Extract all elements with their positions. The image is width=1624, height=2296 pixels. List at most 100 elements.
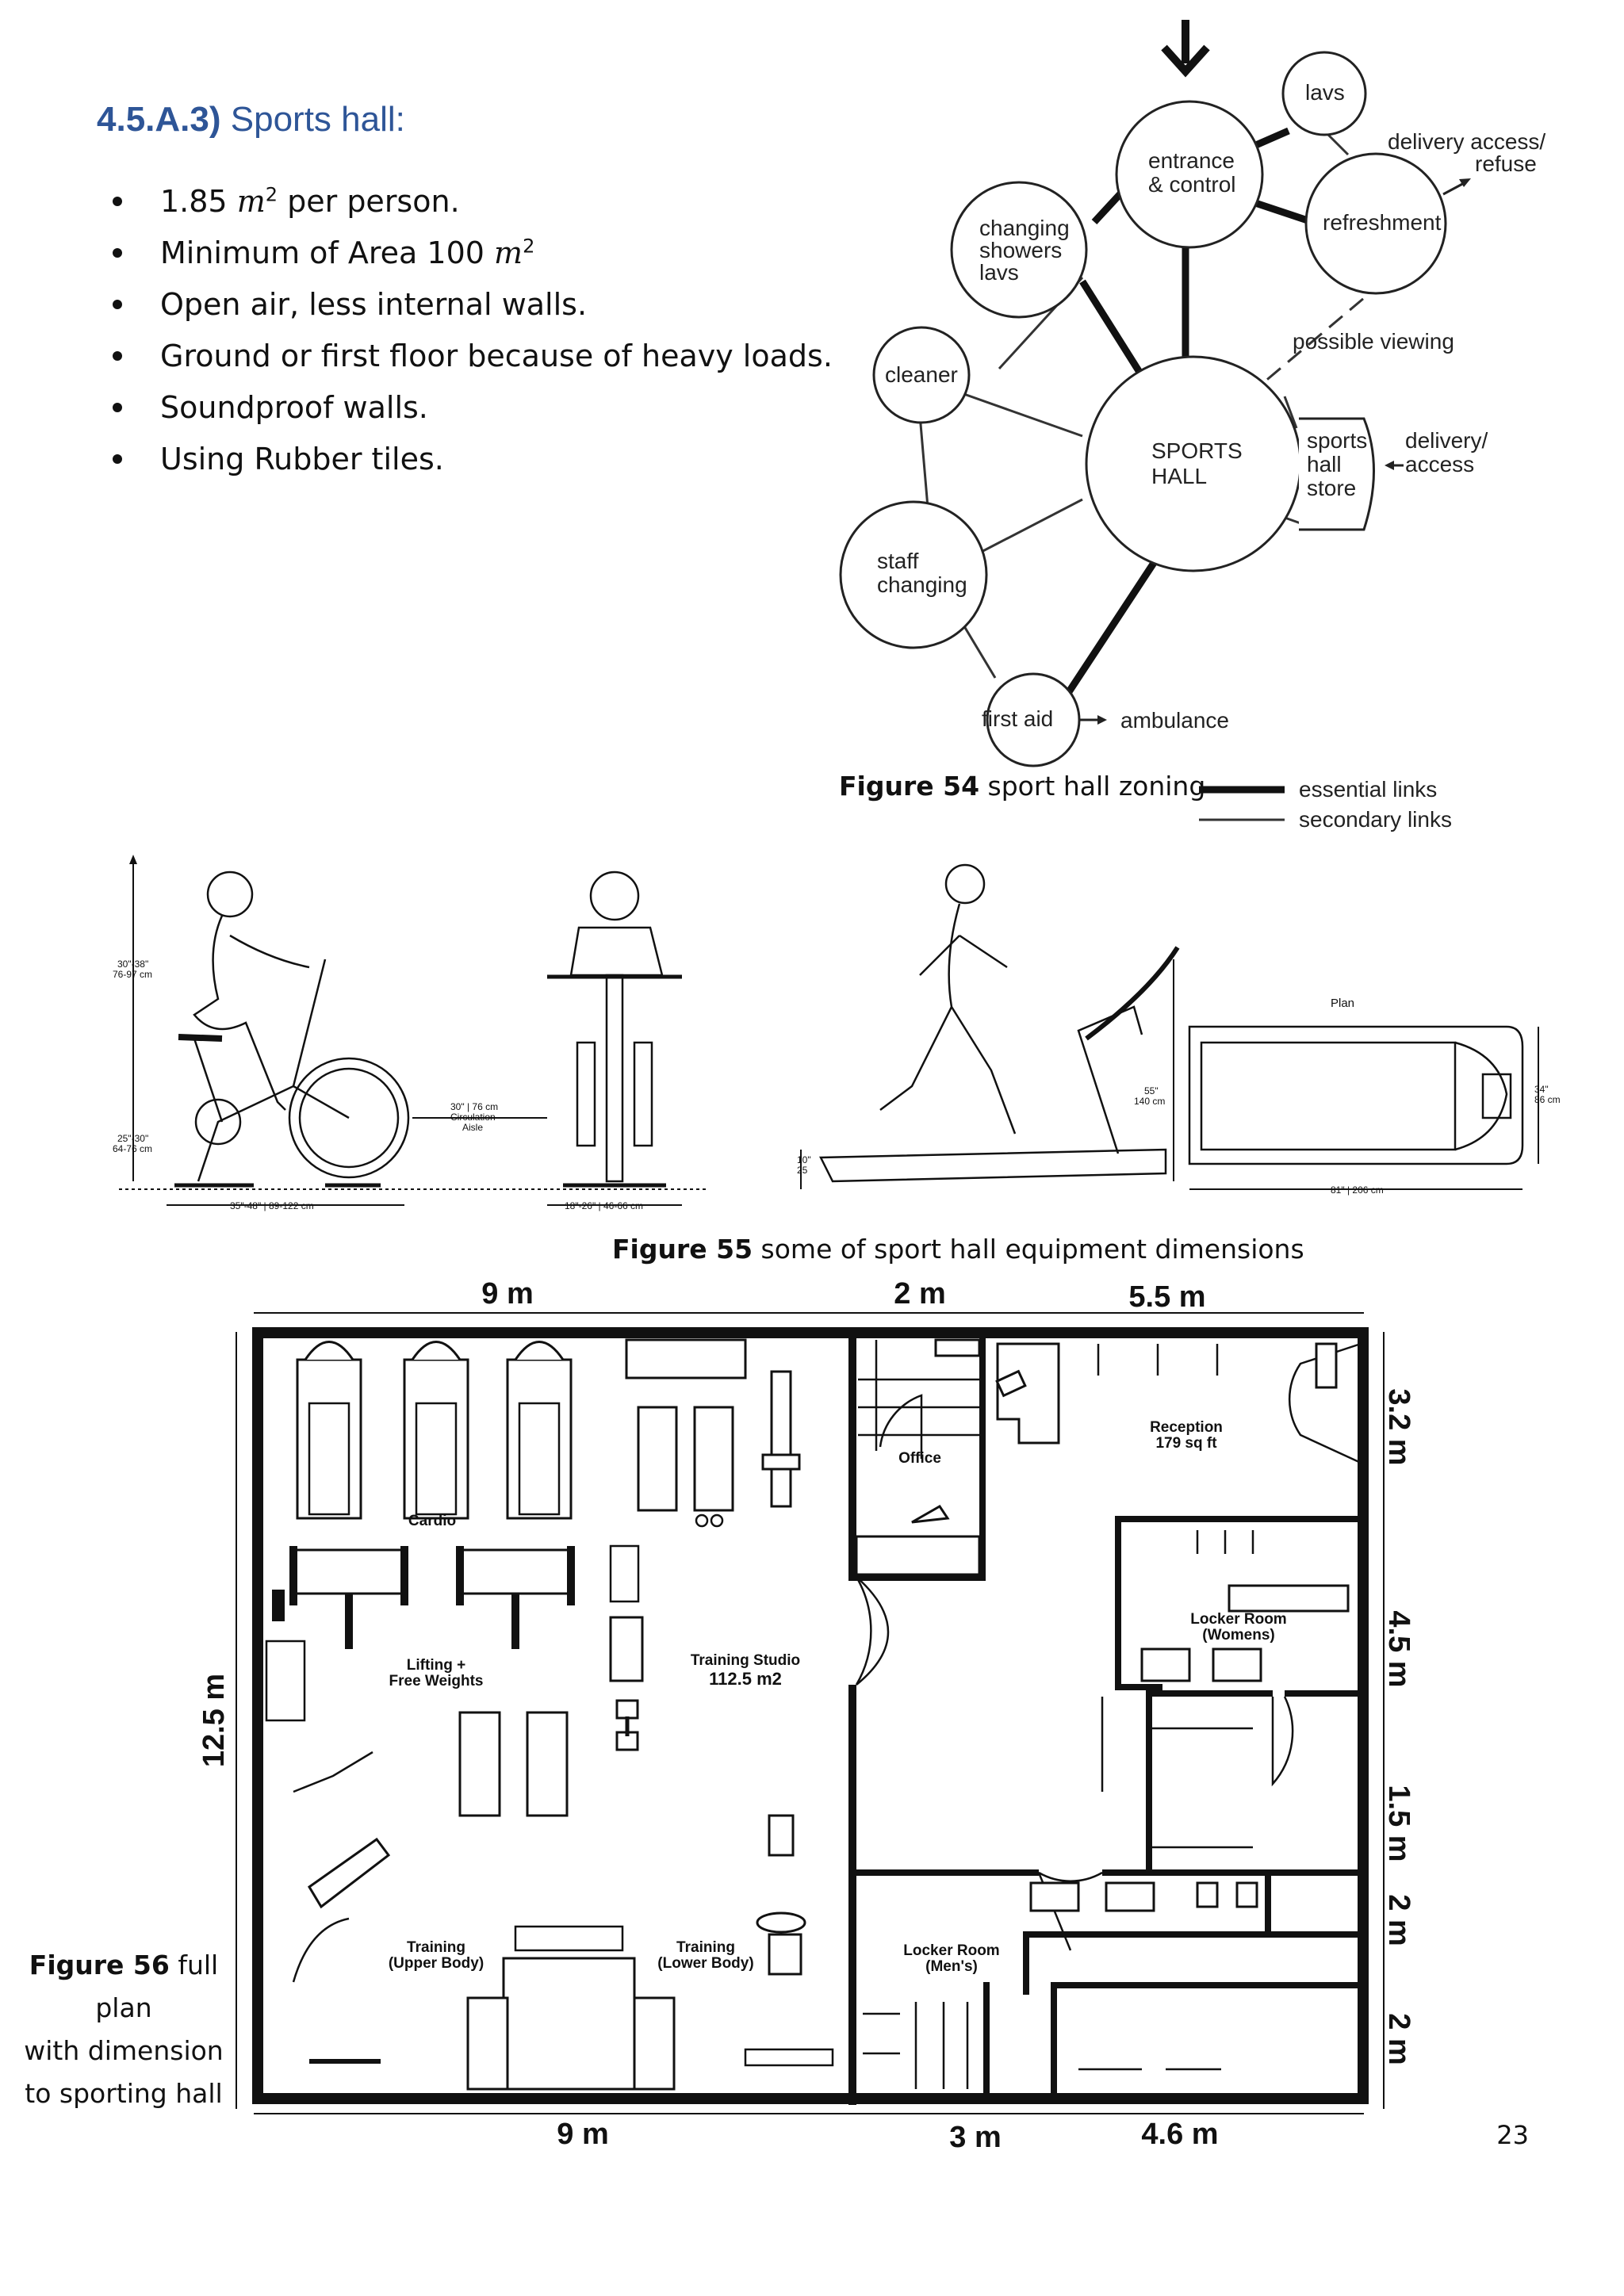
svg-text:& control: & control	[1148, 172, 1236, 197]
dim-bottom-2: 3 m	[949, 2121, 1001, 2154]
svg-text:35"-48" | 89-122 cm: 35"-48" | 89-122 cm	[230, 1200, 314, 1211]
node-changing	[950, 181, 1088, 319]
dim-top-1: 9 m	[481, 1277, 533, 1311]
office-furniture	[855, 1338, 981, 1576]
svg-text:sports: sports	[1307, 428, 1367, 453]
svg-text:ambulance: ambulance	[1120, 708, 1229, 733]
svg-text:25: 25	[797, 1165, 808, 1176]
svg-text:HALL: HALL	[1151, 464, 1207, 488]
svg-text:hall: hall	[1307, 452, 1342, 476]
svg-text:86 cm: 86 cm	[1534, 1094, 1561, 1105]
node-cleaner	[872, 326, 971, 424]
svg-text:Training: Training	[407, 1939, 465, 1956]
svg-text:64-76 cm: 64-76 cm	[113, 1143, 152, 1154]
zoning-diagram: lavs entrance & control refreshment chan…	[839, 20, 1545, 832]
dim-right-5: 2 m	[1382, 2013, 1415, 2064]
svg-text:lavs: lavs	[979, 260, 1019, 285]
figure-54-caption: Figure 54 sport hall zoning	[839, 771, 1206, 802]
list-item: Soundproof walls.	[111, 382, 833, 434]
link-cleaner-hall	[959, 391, 1083, 438]
svg-text:Circulation: Circulation	[450, 1112, 496, 1123]
benches-middle	[293, 1711, 569, 1909]
svg-text:(Men's): (Men's)	[925, 1958, 978, 1975]
page-number: 23	[1496, 2120, 1529, 2150]
svg-text:(Womens): (Womens)	[1202, 1627, 1274, 1644]
link-viewing	[1248, 280, 1385, 396]
svg-text:30" | 76 cm: 30" | 76 cm	[450, 1101, 498, 1112]
svg-text:Reception: Reception	[1150, 1419, 1223, 1436]
svg-text:Plan: Plan	[1331, 997, 1354, 1010]
interior-walls	[848, 1327, 1364, 2105]
list-item: Minimum of Area 100 m2	[111, 228, 833, 279]
svg-text:first aid: first aid	[982, 706, 1053, 731]
floor-plan: 9 m 2 m 5.5 m 9 m 3 m 4.6 m 12.5 m 3.2 m…	[197, 1277, 1415, 2154]
link-hall-store	[1283, 396, 1298, 429]
reception-desk	[995, 1342, 1338, 1445]
training-equipment	[292, 1814, 834, 2091]
dim-bottom-1: 9 m	[557, 2118, 608, 2151]
exercise-bike-front	[547, 871, 682, 1188]
mens-locker-fixtures	[863, 1881, 1258, 2089]
svg-text:(Lower Body): (Lower Body)	[657, 1955, 753, 1972]
svg-text:delivery access/: delivery access/	[1388, 129, 1545, 154]
entry-arrow-icon	[1161, 20, 1210, 78]
svg-text:Office: Office	[898, 1450, 941, 1467]
svg-text:179 sq ft: 179 sq ft	[1155, 1435, 1217, 1452]
svg-text:Locker Room: Locker Room	[1190, 1611, 1286, 1628]
lifting-racks	[265, 1544, 644, 1751]
svg-text:refuse: refuse	[1475, 151, 1537, 176]
room-cardio-label: Cardio	[408, 1513, 456, 1529]
section-title: Sports hall:	[230, 100, 405, 139]
dim-top-3: 5.5 m	[1128, 1280, 1205, 1314]
legend-secondary-label: secondary links	[1299, 807, 1452, 832]
svg-text:76-97 cm: 76-97 cm	[113, 969, 152, 980]
svg-text:entrance: entrance	[1148, 148, 1235, 173]
node-staff-changing	[839, 500, 988, 649]
svg-text:changing: changing	[979, 216, 1070, 240]
svg-text:55": 55"	[1144, 1085, 1159, 1096]
outer-walls	[252, 1327, 1369, 2104]
list-item: Ground or first floor because of heavy l…	[111, 331, 833, 382]
womens-locker-fixtures	[1101, 1530, 1350, 1849]
link-staff-hall	[975, 498, 1083, 557]
treadmill-plan	[1188, 1025, 1524, 1165]
exercise-bike-side	[174, 871, 410, 1188]
treadmills	[296, 1341, 573, 1520]
section-heading: 4.5.A.3) Sports hall:	[97, 100, 405, 140]
svg-text:changing: changing	[877, 572, 967, 597]
svg-text:112.5 m2: 112.5 m2	[709, 1669, 782, 1689]
requirements-list: 1.85 m2 per person. Minimum of Area 100 …	[111, 176, 833, 485]
bike-height-dim	[129, 855, 137, 1181]
svg-text:Lifting +: Lifting +	[407, 1657, 465, 1674]
dim-right-2: 4.5 m	[1382, 1610, 1415, 1687]
svg-text:store: store	[1307, 476, 1356, 500]
svg-text:10": 10"	[797, 1154, 811, 1165]
svg-text:Aisle: Aisle	[462, 1122, 483, 1133]
link-hall-firstaid	[1051, 561, 1157, 716]
dim-right-1: 3.2 m	[1382, 1388, 1415, 1465]
treadmill-side	[819, 863, 1180, 1183]
list-item: Using Rubber tiles.	[111, 434, 833, 485]
dim-right-3: 1.5 m	[1382, 1785, 1415, 1862]
svg-text:Free Weights: Free Weights	[389, 1673, 484, 1689]
svg-text:access: access	[1405, 452, 1474, 476]
node-lavs	[1281, 51, 1367, 136]
link-staff-firstaid	[958, 618, 997, 679]
svg-text:refreshment: refreshment	[1323, 210, 1442, 235]
svg-text:25"-30": 25"-30"	[117, 1133, 148, 1144]
figure-55-caption: Figure 55 some of sport hall equipment d…	[612, 1234, 1304, 1265]
figure-56-caption: Figure 56 full plan with dimension to sp…	[24, 1950, 224, 2109]
dim-top-2: 2 m	[894, 1277, 945, 1311]
svg-text:staff: staff	[877, 549, 919, 573]
svg-text:18"-26" | 46-66 cm: 18"-26" | 46-66 cm	[565, 1200, 643, 1211]
svg-text:cleaner: cleaner	[885, 362, 958, 387]
dim-left: 12.5 m	[197, 1674, 231, 1767]
node-entrance	[1115, 100, 1264, 249]
dim-right-4: 2 m	[1382, 1894, 1415, 1946]
node-refreshment	[1304, 152, 1447, 295]
svg-text:possible viewing: possible viewing	[1293, 329, 1454, 354]
benches-top	[625, 1338, 801, 1528]
list-item: Open air, less internal walls.	[111, 279, 833, 331]
node-sports-hall-store	[1299, 417, 1375, 531]
svg-text:Locker Room: Locker Room	[903, 1942, 999, 1959]
